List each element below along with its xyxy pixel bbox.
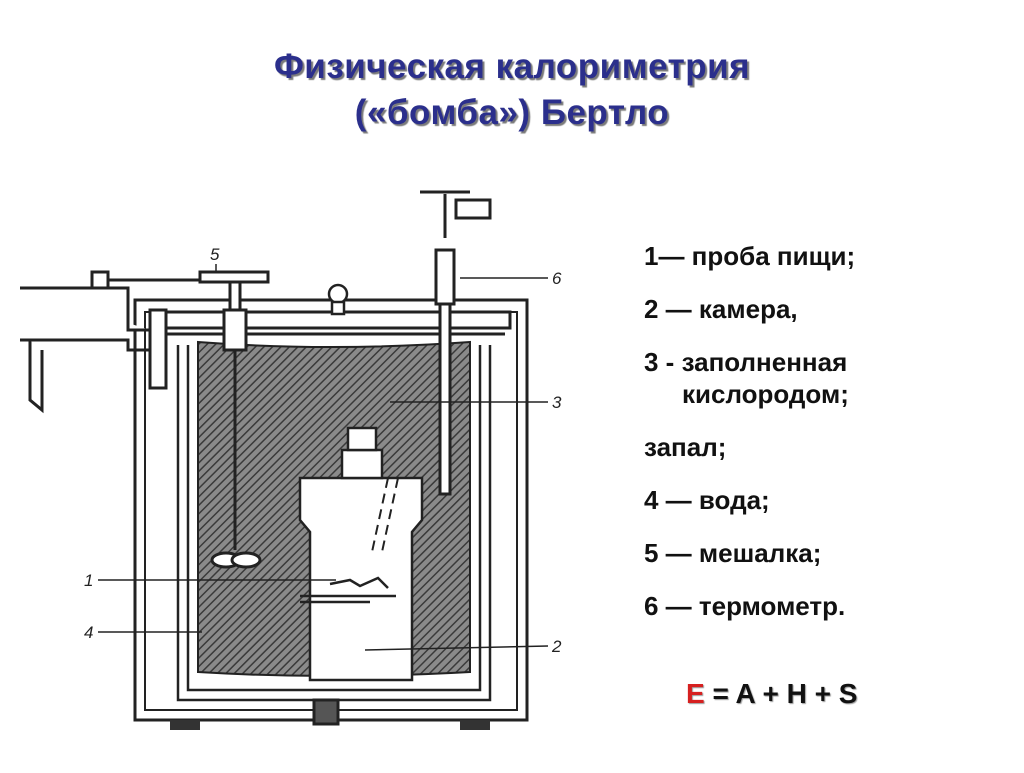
label-3: 3 [552,393,562,412]
label-4: 4 [84,623,93,642]
bomb-chamber [298,426,424,682]
leader-lines [98,264,549,651]
legend-item: 2 — камера, [644,294,798,324]
legend-item: 5 — мешалка; [644,538,822,568]
legend-item: 3 - заполненная [644,347,848,377]
drain-pipe [312,698,340,726]
label-6: 6 [552,269,562,288]
lid-knob [327,283,349,316]
formula-e: E [686,678,705,709]
formula-rest: = A + H + S [704,678,858,709]
energy-formula: E = A + H + S [686,678,857,710]
food-sample-tray [300,576,396,604]
legend-item: 1— проба пищи; [644,241,856,271]
legend-item: кислородом; [682,379,849,409]
lid-bar [148,310,512,336]
title-line-2: («бомба») Бертло [354,93,670,132]
title-line-1: Физическая калориметрия [273,47,751,86]
label-2: 2 [551,637,562,656]
support-arm [20,270,230,414]
slide-title: Физическая калориметрия («бомба») Бертло [0,44,1024,136]
legend-item: 6 — термометр. [644,591,846,621]
casing-feet [170,720,490,730]
calorimeter-diagram: 1 2 3 4 5 6 [0,160,600,768]
calorimeter-drawing: 1 2 3 4 5 6 [20,190,562,730]
stirrer [198,270,270,569]
label-1: 1 [84,571,93,590]
igniter-wire [371,477,399,553]
thermometer [420,190,492,496]
label-5: 5 [210,245,220,264]
legend-item: 4 — вода; [644,485,770,515]
legend-list: 1— проба пищи; 2 — камера, 3 - заполненн… [644,240,1004,643]
legend-item: запал; [644,432,727,462]
